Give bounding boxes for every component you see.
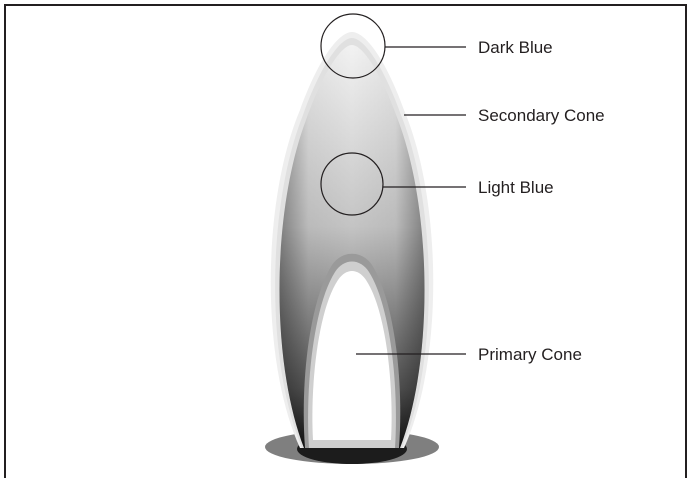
primary-cone-label: Primary Cone bbox=[478, 345, 582, 364]
secondary-cone-label: Secondary Cone bbox=[478, 106, 605, 125]
light-blue-label: Light Blue bbox=[478, 178, 554, 197]
dark-blue-label: Dark Blue bbox=[478, 38, 553, 57]
